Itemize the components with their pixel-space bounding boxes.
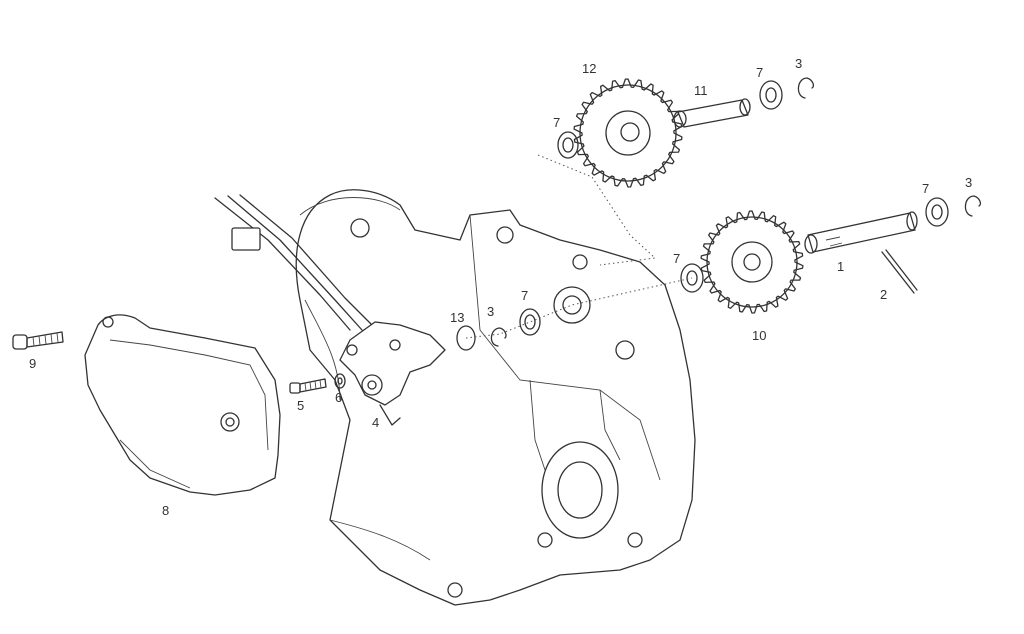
callout-11: 11 xyxy=(694,83,708,98)
pump-cover xyxy=(84,314,281,496)
washer-7-lower xyxy=(519,308,541,336)
gear-12 xyxy=(573,78,683,188)
callout-3-lower-right: 3 xyxy=(965,175,972,190)
callout-2: 2 xyxy=(880,287,887,302)
pin-2 xyxy=(881,249,918,294)
callout-5: 5 xyxy=(297,398,304,413)
callout-3-lower: 3 xyxy=(487,304,494,319)
callout-6: 6 xyxy=(335,390,342,405)
callout-9: 9 xyxy=(29,356,36,371)
screw-5 xyxy=(289,378,327,394)
callout-12: 12 xyxy=(582,61,596,76)
callout-labels: 1 2 3 3 3 4 5 6 7 7 7 7 7 8 9 10 11 12 1… xyxy=(29,56,972,518)
gear-teeth xyxy=(700,210,804,314)
callout-8: 8 xyxy=(162,503,169,518)
washer-7-lower-right xyxy=(925,197,949,227)
screw-9 xyxy=(12,331,64,350)
gear-10 xyxy=(700,210,804,314)
seal-13 xyxy=(456,325,476,351)
circlip-3-lower-right xyxy=(964,195,981,217)
callout-10: 10 xyxy=(752,328,766,343)
callout-4: 4 xyxy=(372,415,379,430)
washer-7-upper-right xyxy=(759,80,783,110)
callout-7-upper-left: 7 xyxy=(553,115,560,130)
callout-13: 13 xyxy=(450,310,464,325)
callout-7-upper-right: 7 xyxy=(756,65,763,80)
washer-6 xyxy=(334,373,346,389)
shaft-11 xyxy=(673,98,751,128)
callout-3-upper: 3 xyxy=(795,56,802,71)
callout-7-mid: 7 xyxy=(673,251,680,266)
callout-7-lower: 7 xyxy=(521,288,528,303)
washer-7-upper-left xyxy=(557,131,579,159)
circlip-3-lower xyxy=(490,327,507,347)
gear-teeth xyxy=(573,78,683,188)
oil-pump-assembly xyxy=(214,194,446,426)
circlip-3-upper xyxy=(797,77,814,99)
callout-7-lower-right: 7 xyxy=(922,181,929,196)
washer-7-lower-left xyxy=(680,263,704,293)
shaft-1 xyxy=(804,211,918,254)
callout-1: 1 xyxy=(837,259,844,274)
assembly-guide-lines xyxy=(465,154,693,339)
crankcase xyxy=(295,189,696,606)
